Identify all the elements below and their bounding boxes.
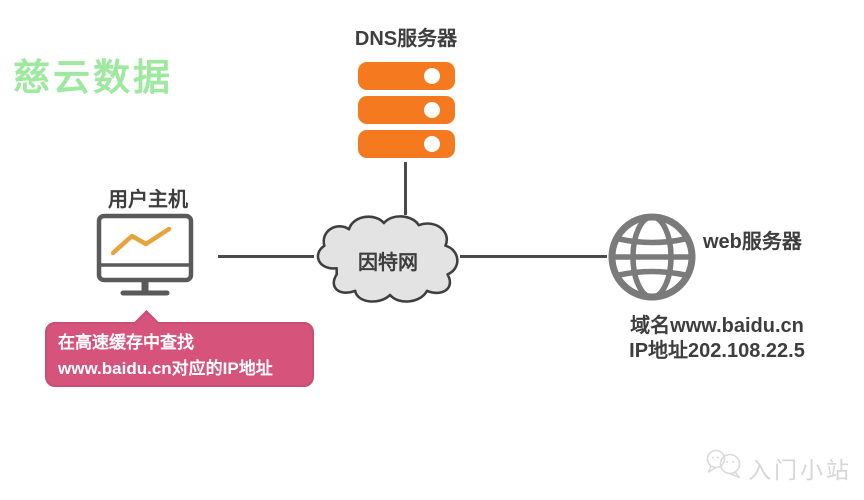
cache-lookup-callout: 在高速缓存中查找 www.baidu.cn对应的IP地址 (45, 322, 314, 387)
web-server-label: web服务器 (703, 231, 802, 253)
server-stack-icon (358, 62, 455, 158)
brand-watermark: 慈云数据 (13, 57, 173, 98)
connector-dns-to-cloud (404, 162, 407, 215)
web-server-info: 域名www.baidu.cn IP地址202.108.22.5 (613, 314, 821, 364)
globe-icon (608, 213, 696, 301)
ip-address-text: IP地址202.108.22.5 (629, 340, 805, 362)
user-host-label: 用户主机 (108, 189, 188, 211)
callout-line-1: 在高速缓存中查找 (58, 333, 194, 352)
internet-label: 因特网 (358, 252, 418, 274)
domain-name-text: 域名www.baidu.cn (630, 315, 804, 337)
callout-line-2: www.baidu.cn对应的IP地址 (58, 359, 273, 378)
footer-watermark: 入门小站 (748, 457, 852, 483)
chat-bubbles-icon (706, 449, 741, 479)
connector-host-to-cloud (218, 255, 314, 258)
connector-cloud-to-web (460, 255, 607, 258)
internet-cloud-shape (316, 215, 459, 303)
monitor-icon (96, 213, 194, 296)
dns-server-label: DNS服务器 (354, 28, 458, 50)
